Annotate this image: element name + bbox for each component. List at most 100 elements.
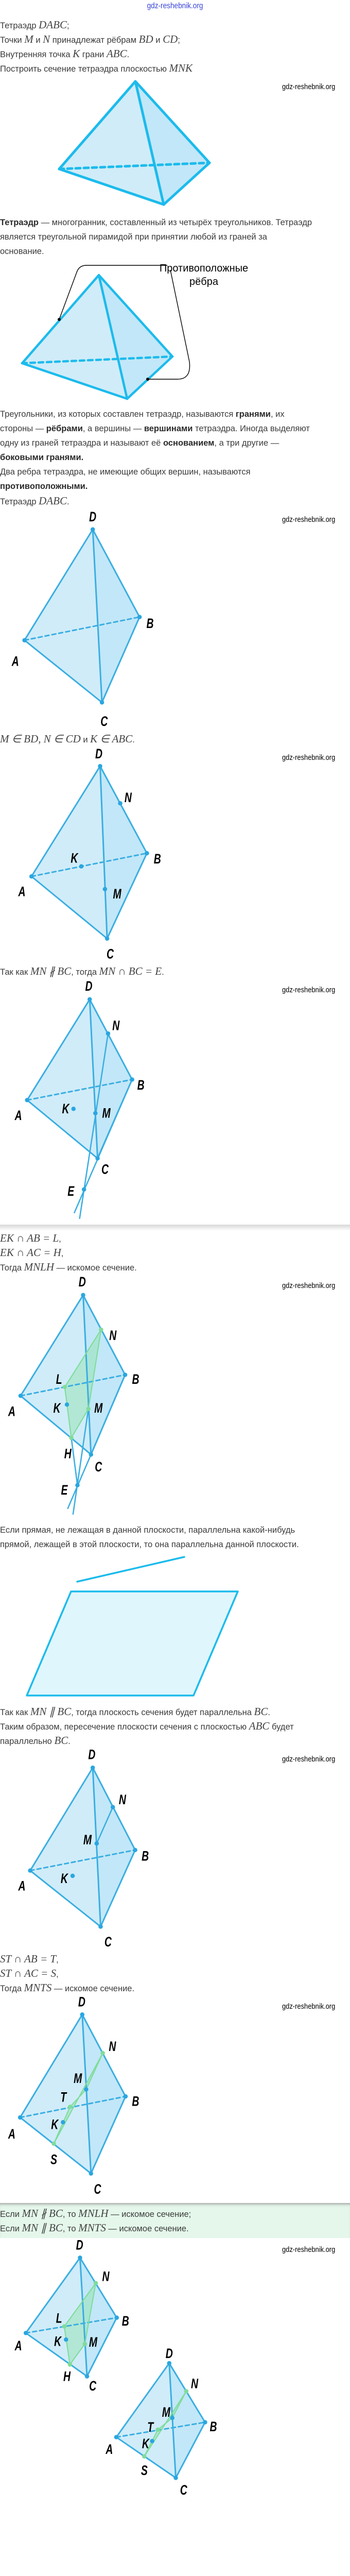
site-link-text[interactable]: gdz-reshebnik.org — [147, 2, 203, 10]
edge-ac — [19, 2116, 92, 2175]
vertex-label-K: K — [54, 2333, 62, 2349]
hidden-edge-ab — [19, 2095, 127, 2119]
point-E — [75, 1483, 80, 1487]
edge-ac — [20, 1395, 92, 1455]
watermark: gdz-reshebnik.org — [282, 986, 336, 994]
point-B — [122, 1372, 128, 1377]
point-K — [64, 2337, 68, 2342]
point-E — [81, 1187, 86, 1192]
callout-line-right — [148, 269, 190, 380]
site-header-link[interactable]: gdz-reshebnik.org — [0, 0, 350, 12]
point-M — [86, 1406, 91, 1412]
vertex-label-N: N — [112, 1018, 120, 1033]
edge-dc — [81, 2013, 92, 2175]
given-line-1: Тетраэдр DABC; — [0, 19, 69, 31]
point-B — [145, 851, 149, 856]
math-expression: MNLH — [24, 1261, 54, 1273]
term-bold: основанием — [163, 438, 215, 448]
geometry-svg — [26, 1590, 239, 1697]
math-expression: MN ∥ BC — [30, 1705, 72, 1718]
vertex-label-L: L — [56, 2310, 62, 2326]
terms-line-3: одну из граней тетраэдра и называют её о… — [0, 438, 279, 448]
point-M — [93, 1111, 98, 1116]
vertex-label-N: N — [109, 2039, 116, 2054]
hidden-edge-ab — [30, 852, 148, 877]
point-K — [71, 1107, 76, 1111]
callout-dot — [146, 378, 149, 381]
watermark: gdz-reshebnik.org — [282, 2245, 336, 2254]
edge-da — [25, 2257, 81, 2334]
point-A — [28, 1868, 32, 1873]
point-B — [123, 2094, 128, 2099]
point-C — [95, 1156, 100, 1161]
point-T — [155, 2427, 160, 2432]
vertex-label-M: M — [89, 2334, 98, 2350]
construction-line — [71, 1437, 78, 1486]
point-N — [110, 1805, 115, 1809]
step5-line-2: ST ∩ AC = S, — [0, 1967, 59, 1979]
opposite-edges-caption: рёбра — [189, 276, 219, 287]
vertex-label-K: K — [51, 2116, 59, 2132]
figure-line — [0, 1552, 350, 1588]
vertex-label-C: C — [107, 946, 114, 961]
edge-bc — [86, 2317, 118, 2377]
step4-line-3: параллельно BC. — [0, 1734, 71, 1747]
tetrahedron-side-face — [99, 275, 172, 399]
point-A — [114, 2435, 119, 2439]
math-expression: BC — [54, 1734, 68, 1747]
hidden-edge-ab — [20, 1374, 126, 1397]
hidden-edge-ab — [58, 161, 211, 171]
figure-plane — [0, 1588, 350, 1699]
vertex-label-A: A — [8, 1404, 15, 1419]
hidden-edge-ab — [115, 2421, 206, 2438]
edge-db — [99, 765, 148, 854]
tetrahedron-side-face — [82, 2014, 126, 2174]
point-B — [130, 1077, 134, 1082]
terms-line-6: противоположными. — [0, 479, 350, 494]
edge-da — [115, 2362, 170, 2438]
term-bold: боковыми гранями. — [0, 453, 84, 462]
edge-da — [26, 998, 91, 1101]
point-N — [184, 2389, 189, 2394]
vertex-label-D: D — [166, 2346, 173, 2361]
step3-line-1: EK ∩ AB = L, — [0, 1232, 61, 1244]
watermark: gdz-reshebnik.org — [282, 515, 336, 524]
point-B — [203, 2420, 207, 2425]
figure-3-tetrahedron: DABC — [11, 509, 154, 729]
vertex-label-S: S — [50, 2151, 57, 2167]
section-edge — [71, 1408, 89, 1438]
terms-line-5: Два ребра тетраэдра, не имеющие общих ве… — [0, 467, 251, 477]
definition-line-3: основание. — [0, 247, 44, 256]
math-expression: MN ∦ BC — [22, 2207, 63, 2219]
section-edge — [64, 1386, 72, 1438]
vertex-label-B: B — [132, 1371, 139, 1387]
vertex-label-D: D — [89, 509, 96, 524]
vertex-label-M: M — [113, 886, 122, 902]
point-N — [93, 2281, 98, 2285]
edge-ac — [26, 1099, 99, 1159]
edge-db — [79, 2257, 118, 2319]
edge-bc — [162, 161, 211, 206]
edge-ac — [58, 167, 165, 206]
point-A — [23, 2331, 28, 2335]
hidden-edge-ab — [25, 2317, 118, 2334]
edge-dc — [92, 1767, 101, 1928]
edge-dc — [92, 529, 103, 703]
point-M — [94, 1841, 99, 1846]
edge-ac — [30, 875, 108, 940]
edge-dc — [79, 2257, 88, 2377]
math-expression: EK ∩ AC = H — [0, 1246, 61, 1259]
vertex-label-S: S — [141, 2463, 148, 2478]
point-N — [106, 1031, 111, 1036]
point-A — [22, 638, 27, 642]
vertex-label-E: E — [61, 1482, 68, 1498]
watermark: gdz-reshebnik.org — [282, 1755, 336, 1764]
edge-dc — [82, 1294, 92, 1455]
